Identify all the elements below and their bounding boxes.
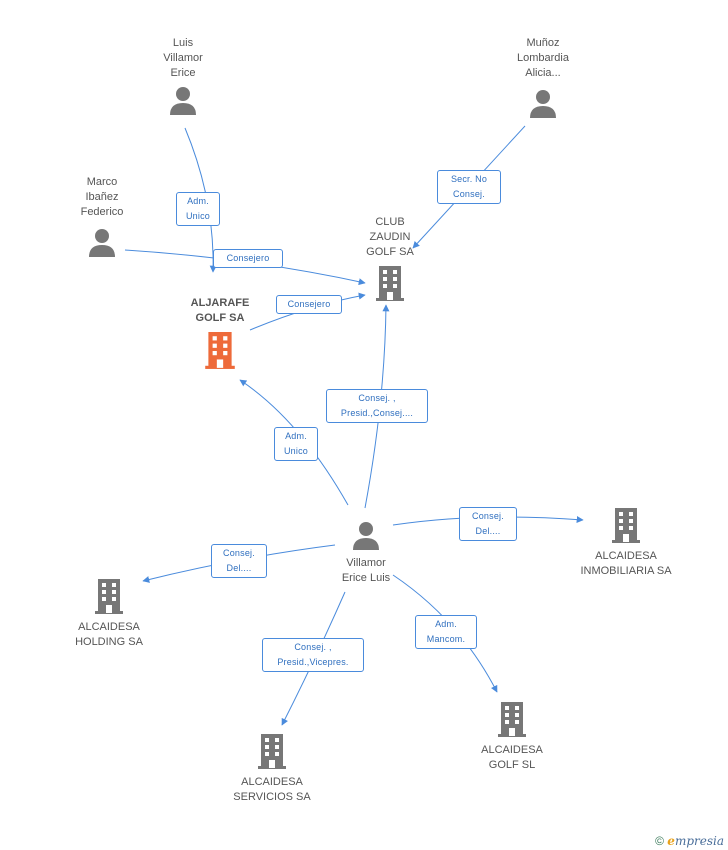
building-icon: [498, 702, 526, 737]
brand-name: mpresia: [674, 834, 724, 848]
node-luis-villamor[interactable]: Luis Villamor Erice: [143, 36, 223, 115]
node-label: Villamor Erice Luis: [341, 557, 391, 584]
edge-label-marco-club[interactable]: Consejero: [213, 249, 283, 268]
copyright-symbol: ©: [655, 834, 664, 848]
edge-label-luis-aljarafe[interactable]: Adm. Unico: [176, 192, 220, 226]
edge-label-villamor-inmobiliaria[interactable]: Consej. Del....: [459, 507, 517, 541]
brand-footer: © empresia: [655, 834, 724, 848]
node-alcaidesa-servicios[interactable]: ALCAIDESA SERVICIOS SA: [222, 734, 322, 805]
node-club-zaudin[interactable]: CLUB ZAUDIN GOLF SA: [350, 215, 430, 302]
brand-initial: e: [667, 834, 675, 848]
person-icon: [353, 522, 379, 550]
edge-label-villamor-holding[interactable]: Consej. Del....: [211, 544, 267, 578]
node-label: CLUB ZAUDIN GOLF SA: [366, 216, 414, 258]
edge-label-villamor-servicios[interactable]: Consej. , Presid.,Vicepres.: [262, 638, 364, 672]
node-label: ALCAIDESA HOLDING SA: [75, 621, 143, 648]
node-label: ALCAIDESA INMOBILIARIA SA: [580, 550, 672, 577]
edge-label-villamor-golf[interactable]: Adm. Mancom.: [415, 615, 477, 649]
node-marco-ibanez[interactable]: Marco Ibañez Federico: [62, 175, 142, 257]
building-icon: [205, 332, 235, 369]
node-villamor-erice-luis[interactable]: Villamor Erice Luis: [326, 520, 406, 586]
node-label: Luis Villamor Erice: [163, 37, 203, 79]
building-icon: [95, 579, 123, 614]
person-icon: [89, 229, 115, 257]
node-label: ALCAIDESA SERVICIOS SA: [233, 776, 311, 803]
node-alcaidesa-holding[interactable]: ALCAIDESA HOLDING SA: [59, 579, 159, 650]
building-icon: [612, 508, 640, 543]
edge-label-villamor-club[interactable]: Consej. , Presid.,Consej....: [326, 389, 428, 423]
node-alcaidesa-golf[interactable]: ALCAIDESA GOLF SL: [462, 702, 562, 773]
brand-logo: empresia: [667, 834, 724, 848]
node-aljarafe-golf[interactable]: ALJARAFE GOLF SA: [180, 296, 260, 370]
person-icon: [530, 90, 556, 118]
building-icon: [376, 266, 404, 301]
node-label: ALCAIDESA GOLF SL: [481, 744, 543, 771]
edge-label-villamor-aljarafe[interactable]: Adm. Unico: [274, 427, 318, 461]
node-label: ALJARAFE GOLF SA: [190, 297, 250, 324]
edge-label-munoz-club[interactable]: Secr. No Consej.: [437, 170, 501, 204]
node-label: Muñoz Lombardia Alicia...: [517, 37, 569, 79]
edge-label-aljarafe-club[interactable]: Consejero: [276, 295, 342, 314]
person-icon: [170, 87, 196, 115]
node-munoz-lombardia[interactable]: Muñoz Lombardia Alicia...: [500, 36, 586, 118]
node-alcaidesa-inmobiliaria[interactable]: ALCAIDESA INMOBILIARIA SA: [571, 508, 681, 579]
node-label: Marco Ibañez Federico: [80, 176, 124, 218]
building-icon: [258, 734, 286, 769]
